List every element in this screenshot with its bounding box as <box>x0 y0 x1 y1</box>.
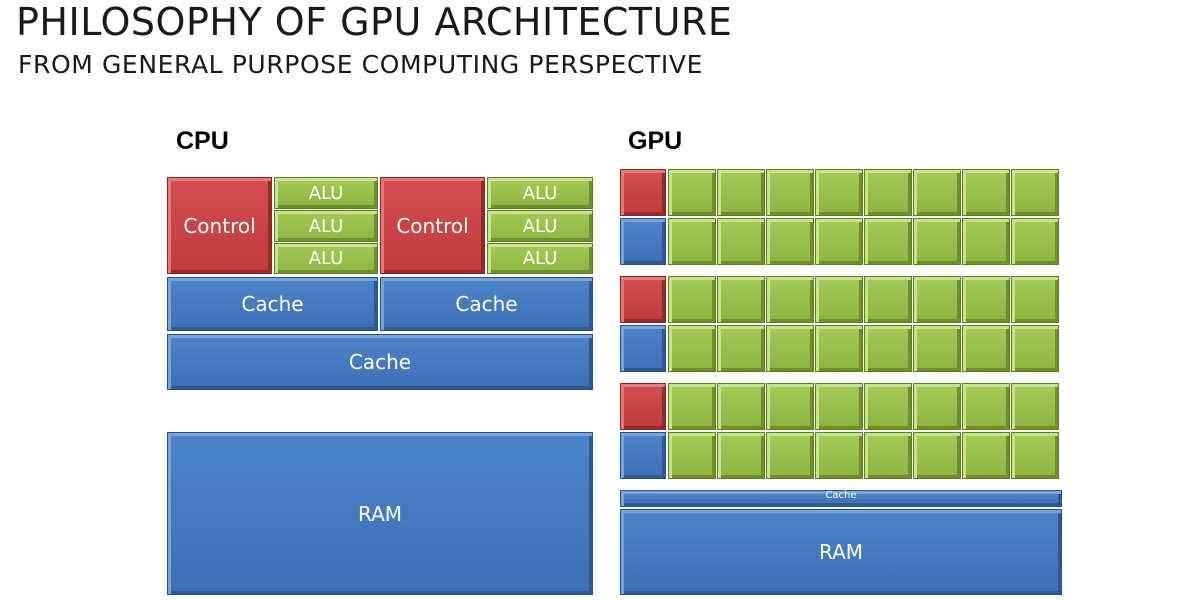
gpu-alu <box>864 325 912 372</box>
cpu-alu-5: ALU <box>487 210 593 242</box>
gpu-alu <box>766 276 814 323</box>
gpu-alu <box>717 325 765 372</box>
gpu-alu <box>1011 169 1059 216</box>
cpu-alu-1: ALU <box>274 177 378 209</box>
gpu-alu <box>962 383 1010 430</box>
cpu-alu-3: ALU <box>274 243 378 274</box>
gpu-alu <box>1011 325 1059 372</box>
gpu-alu <box>717 383 765 430</box>
gpu-alu <box>1011 432 1059 479</box>
gpu-alu <box>815 169 863 216</box>
gpu-ram: RAM <box>620 509 1062 595</box>
gpu-alu <box>668 383 716 430</box>
gpu-cache-unit <box>620 432 666 479</box>
gpu-alu <box>717 169 765 216</box>
gpu-alu <box>864 169 912 216</box>
cpu-ram: RAM <box>167 432 593 595</box>
cpu-alu-4: ALU <box>487 177 593 209</box>
gpu-alu <box>913 432 961 479</box>
gpu-alu <box>668 325 716 372</box>
gpu-alu <box>864 432 912 479</box>
gpu-alu <box>962 432 1010 479</box>
gpu-alu <box>766 325 814 372</box>
slide-title: PHILOSOPHY OF GPU ARCHITECTURE <box>16 0 733 44</box>
gpu-alu <box>668 276 716 323</box>
gpu-alu <box>815 276 863 323</box>
cpu-cache-2: Cache <box>380 277 593 331</box>
gpu-alu <box>913 276 961 323</box>
cpu-cache-1: Cache <box>167 277 378 331</box>
gpu-alu <box>815 218 863 265</box>
gpu-alu <box>766 432 814 479</box>
gpu-control-unit <box>620 383 666 430</box>
gpu-control-unit <box>620 169 666 216</box>
gpu-alu <box>962 218 1010 265</box>
cpu-alu-6: ALU <box>487 243 593 274</box>
gpu-cache: Cache <box>620 490 1062 507</box>
slide-subtitle: FROM GENERAL PURPOSE COMPUTING PERSPECTI… <box>18 50 703 79</box>
gpu-alu <box>717 432 765 479</box>
cpu-shared-cache: Cache <box>167 334 593 390</box>
gpu-cache-unit <box>620 218 666 265</box>
gpu-alu <box>717 276 765 323</box>
gpu-alu <box>668 169 716 216</box>
gpu-alu <box>815 432 863 479</box>
cpu-alu-2: ALU <box>274 210 378 242</box>
gpu-alu <box>962 276 1010 323</box>
cpu-label: CPU <box>176 127 229 155</box>
gpu-alu <box>668 218 716 265</box>
gpu-alu <box>766 383 814 430</box>
gpu-alu <box>1011 383 1059 430</box>
gpu-alu <box>913 383 961 430</box>
gpu-alu <box>815 383 863 430</box>
gpu-alu <box>668 432 716 479</box>
gpu-alu <box>962 169 1010 216</box>
gpu-alu <box>766 169 814 216</box>
gpu-alu <box>717 218 765 265</box>
gpu-alu <box>864 383 912 430</box>
gpu-control-unit <box>620 276 666 323</box>
gpu-alu <box>864 276 912 323</box>
cpu-control-1: Control <box>167 177 272 274</box>
gpu-alu <box>766 218 814 265</box>
gpu-alu <box>913 325 961 372</box>
gpu-alu <box>1011 276 1059 323</box>
cpu-control-2: Control <box>380 177 485 274</box>
gpu-alu <box>962 325 1010 372</box>
gpu-alu <box>913 218 961 265</box>
gpu-alu <box>864 218 912 265</box>
gpu-alu <box>815 325 863 372</box>
gpu-alu <box>913 169 961 216</box>
gpu-label: GPU <box>628 127 683 155</box>
gpu-cache-unit <box>620 325 666 372</box>
gpu-alu <box>1011 218 1059 265</box>
